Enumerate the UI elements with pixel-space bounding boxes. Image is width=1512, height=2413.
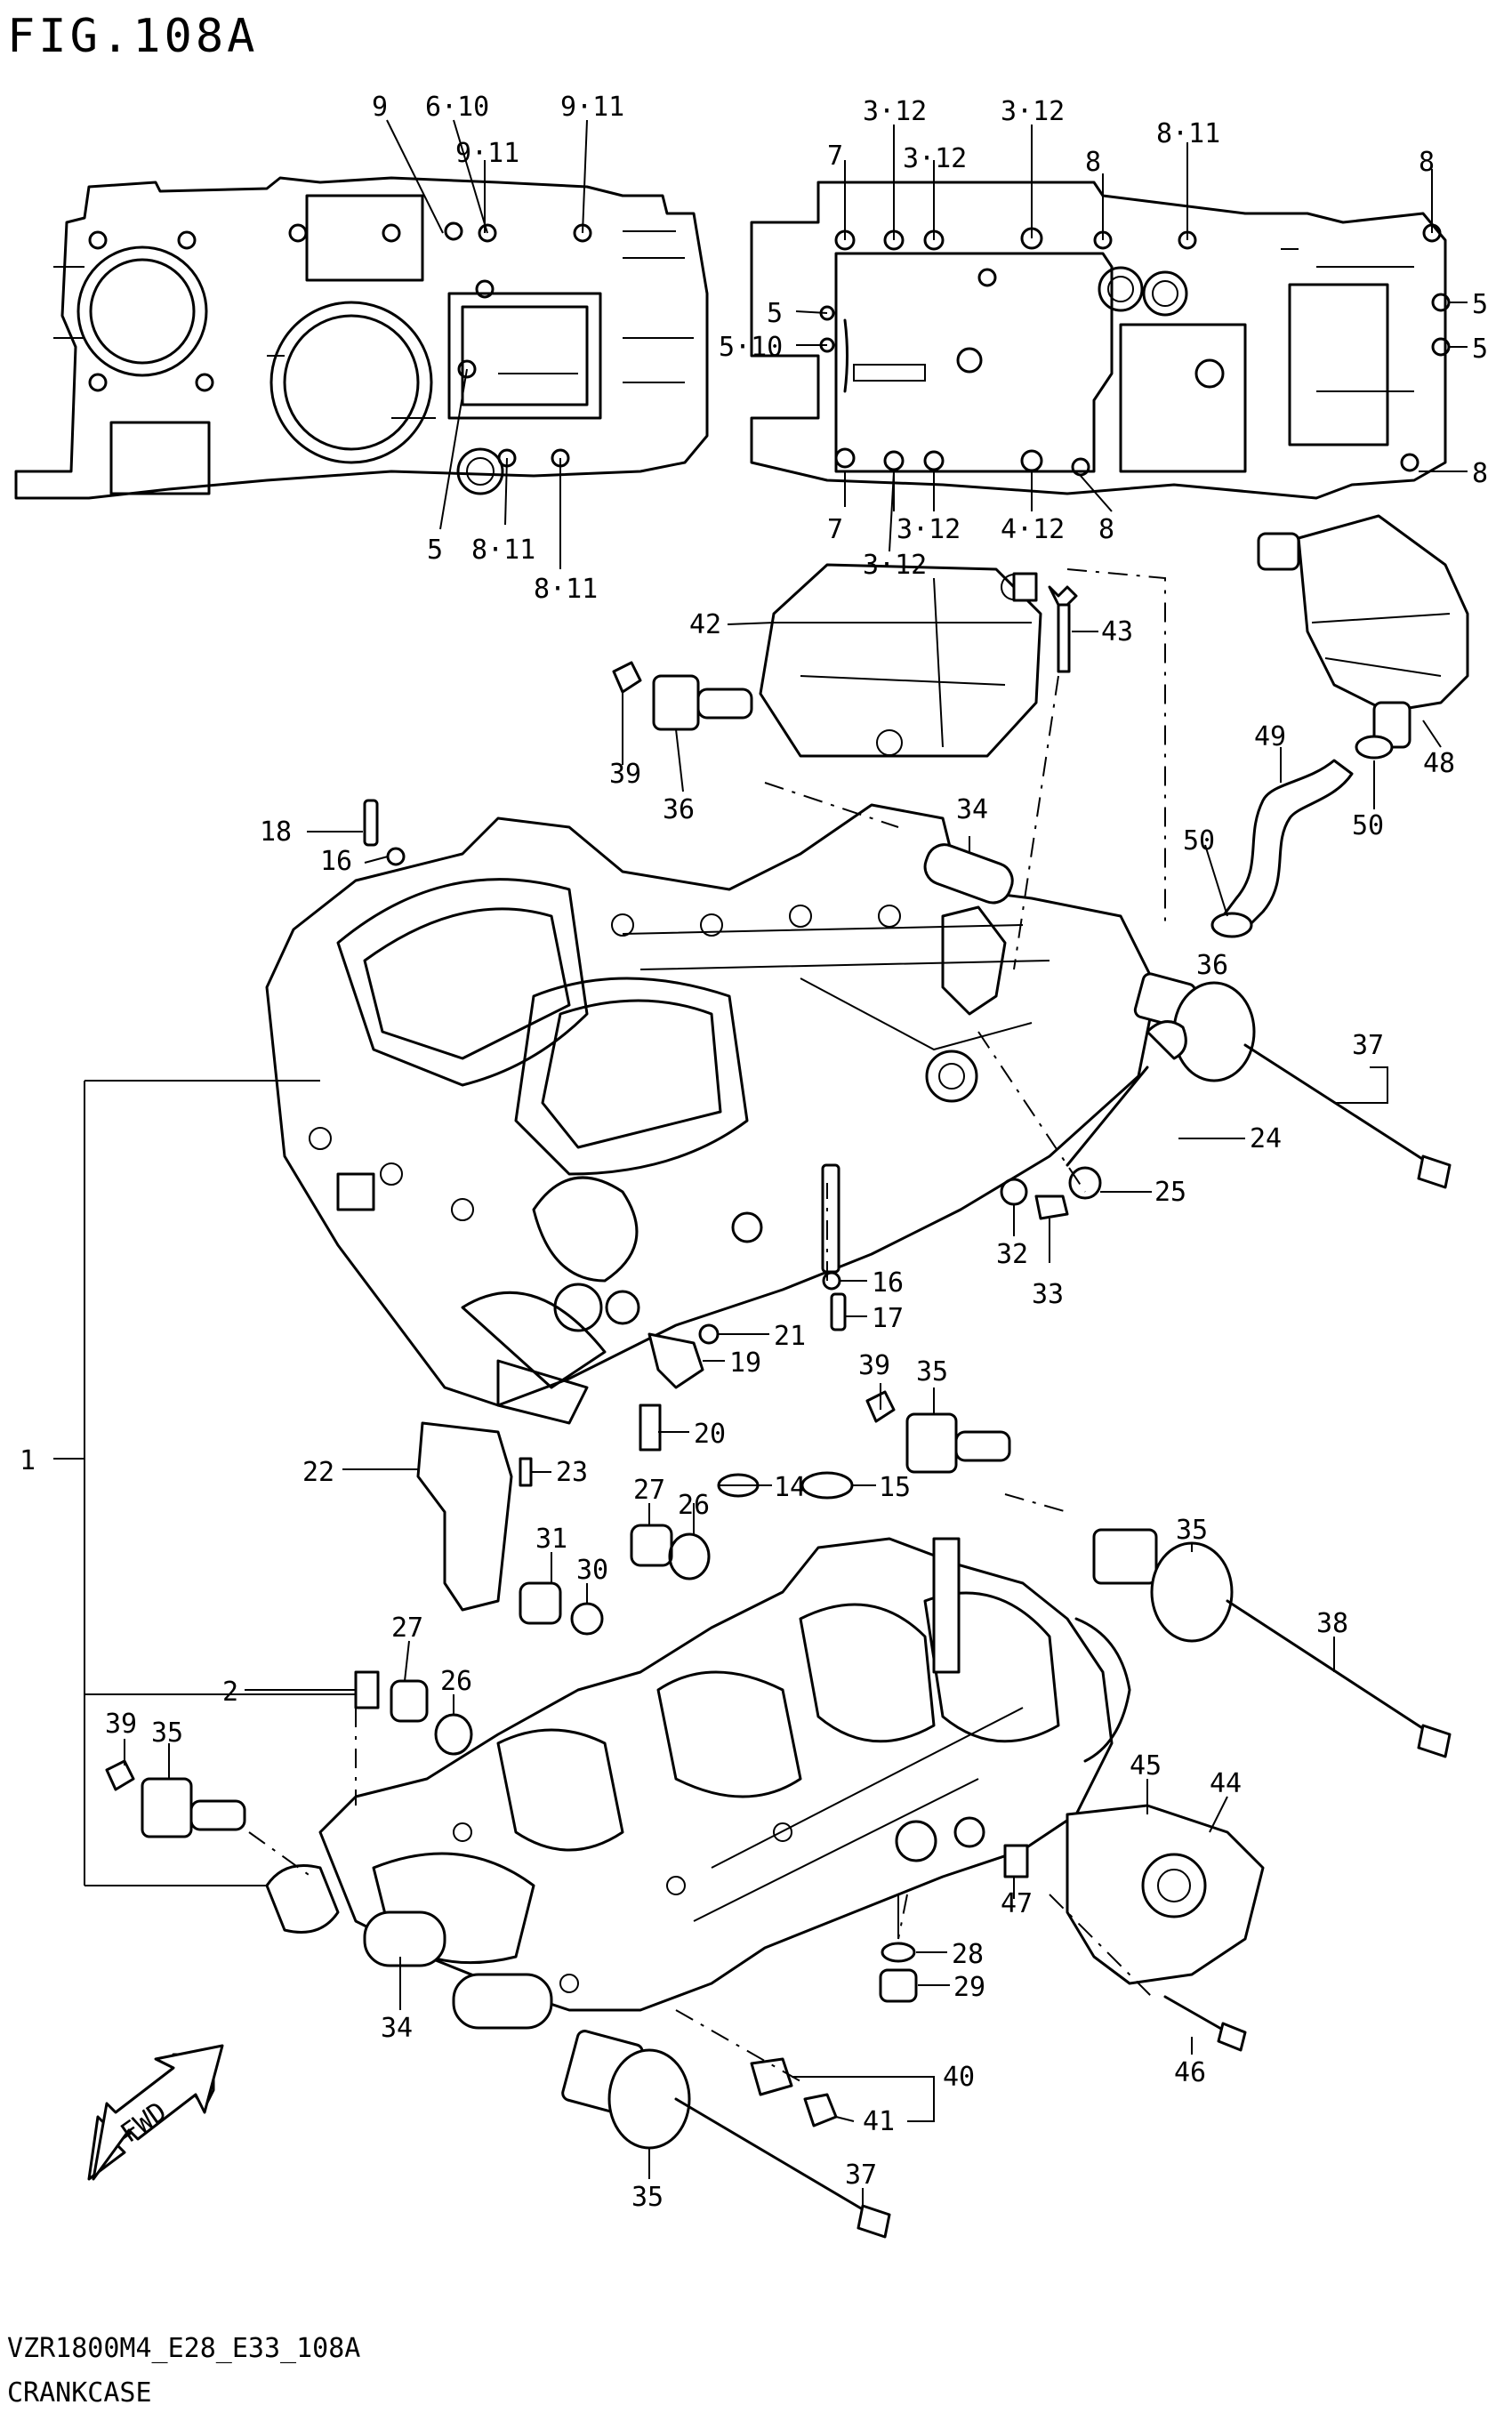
callout-label: 8·11 xyxy=(1156,118,1220,149)
leader-lines xyxy=(124,119,1468,2206)
upper-crankcase xyxy=(265,803,1158,1425)
assembly-bracket-1 xyxy=(53,1080,356,1886)
callout-label: 47 xyxy=(1001,1888,1033,1919)
callout-label: 16 xyxy=(320,846,352,877)
callout-label: 36 xyxy=(663,794,695,825)
callout-label: 3·12 xyxy=(897,514,961,545)
callout-label: 33 xyxy=(1032,1279,1064,1310)
callout-label: 5 xyxy=(1472,334,1488,365)
upper-oil-jet-tube xyxy=(821,1163,840,1274)
callout-label: 24 xyxy=(1250,1123,1282,1154)
callout-label: 7 xyxy=(827,141,843,172)
breather-cover xyxy=(1257,514,1469,749)
callout-label: 7 xyxy=(827,514,843,545)
callout-label: 39 xyxy=(105,1709,137,1740)
figure-title: FIG.108A xyxy=(7,10,258,63)
callout-label: 50 xyxy=(1183,825,1215,857)
callout-label: 3·12 xyxy=(903,143,967,174)
callout-label: 40 xyxy=(943,2062,975,2093)
callout-label: 5 xyxy=(1472,289,1488,320)
callout-label: 34 xyxy=(381,2013,413,2044)
model-code: VZR1800M4_E28_E33_108A xyxy=(7,2333,360,2364)
small-parts xyxy=(105,661,1452,2239)
callout-label: 39 xyxy=(609,759,641,790)
callout-label: 5 xyxy=(767,298,783,329)
callout-label: 37 xyxy=(1352,1030,1384,1061)
breather-hose xyxy=(1221,759,1354,931)
callout-label: 21 xyxy=(774,1321,806,1352)
callout-label: 15 xyxy=(879,1472,911,1503)
callout-label: 5 xyxy=(427,535,443,566)
callout-label: 19 xyxy=(729,1347,761,1379)
callout-label: 27 xyxy=(391,1613,423,1644)
lower-case-tubes xyxy=(265,1864,553,2030)
callout-label: 26 xyxy=(440,1666,472,1697)
callout-label: 9 xyxy=(372,92,388,123)
callout-label: 48 xyxy=(1423,748,1455,779)
callout-label: 3·12 xyxy=(1001,96,1065,127)
callout-label: 27 xyxy=(633,1475,665,1506)
callout-label: 8·11 xyxy=(534,574,598,605)
upper-left-case-view xyxy=(14,176,709,500)
callout-label: 29 xyxy=(953,1972,985,2003)
callout-label: 46 xyxy=(1174,2057,1206,2088)
callout-label: 26 xyxy=(678,1490,710,1521)
callout-label: 8·11 xyxy=(471,535,535,566)
callout-label: 37 xyxy=(845,2160,877,2191)
figure-caption: CRANKCASE xyxy=(7,2377,152,2409)
hose-clamp xyxy=(1210,735,1394,938)
callout-label: 17 xyxy=(872,1303,904,1334)
cover-bolt xyxy=(1048,585,1078,673)
callout-label: 8 xyxy=(1419,147,1435,178)
callout-label: 28 xyxy=(952,1939,984,1970)
callout-label: 30 xyxy=(576,1555,608,1586)
callout-label: 8 xyxy=(1085,147,1101,178)
callout-label: 14 xyxy=(774,1472,806,1503)
callout-label: 8 xyxy=(1472,458,1488,489)
callout-label: 9·11 xyxy=(455,138,519,169)
callout-label: 44 xyxy=(1210,1768,1242,1799)
callout-label: 20 xyxy=(694,1419,726,1450)
callout-label: 39 xyxy=(858,1350,890,1381)
callout-label: 25 xyxy=(1154,1177,1186,1208)
callout-label: 2 xyxy=(222,1677,238,1708)
callout-label: 35 xyxy=(151,1717,183,1749)
callout-label: 5·10 xyxy=(719,332,783,363)
callout-label: 8 xyxy=(1098,514,1114,545)
callout-label: 38 xyxy=(1316,1608,1348,1639)
upper-right-case-view xyxy=(750,181,1451,500)
fwd-arrow-icon: FWD xyxy=(87,2044,224,2181)
callout-label: 1 xyxy=(20,1445,36,1476)
callout-label: 45 xyxy=(1130,1750,1162,1782)
callout-label: 35 xyxy=(631,2182,664,2213)
callout-label: 3·12 xyxy=(863,96,927,127)
callout-label: 16 xyxy=(872,1267,904,1299)
callout-labels: 9 6·10 9·11 9·11 5 8·11 8·11 3·12 3·12 3… xyxy=(20,92,1488,2213)
callout-label: 41 xyxy=(863,2106,895,2137)
crankcase-cover xyxy=(759,563,1042,758)
assembly-guide-lines xyxy=(248,568,1166,2082)
callout-label: 49 xyxy=(1254,721,1286,752)
lower-crankcase xyxy=(318,1537,1131,2012)
callout-label: 31 xyxy=(535,1524,567,1555)
callout-label: 32 xyxy=(996,1239,1028,1270)
callout-label: 42 xyxy=(689,609,721,640)
callout-label: 34 xyxy=(956,794,988,825)
callout-label: 43 xyxy=(1101,616,1133,647)
callout-label: 35 xyxy=(916,1356,948,1387)
callout-label: 22 xyxy=(302,1457,334,1488)
callout-label: 35 xyxy=(1176,1515,1208,1546)
callout-label: 6·10 xyxy=(425,92,489,123)
callout-label: 18 xyxy=(260,816,292,848)
callout-label: 23 xyxy=(556,1457,588,1488)
callout-label: 36 xyxy=(1196,950,1228,981)
callout-label: 4·12 xyxy=(1001,514,1065,545)
callout-label: 3·12 xyxy=(863,550,927,581)
callout-label: 50 xyxy=(1352,810,1384,841)
callout-label: 9·11 xyxy=(560,92,624,123)
